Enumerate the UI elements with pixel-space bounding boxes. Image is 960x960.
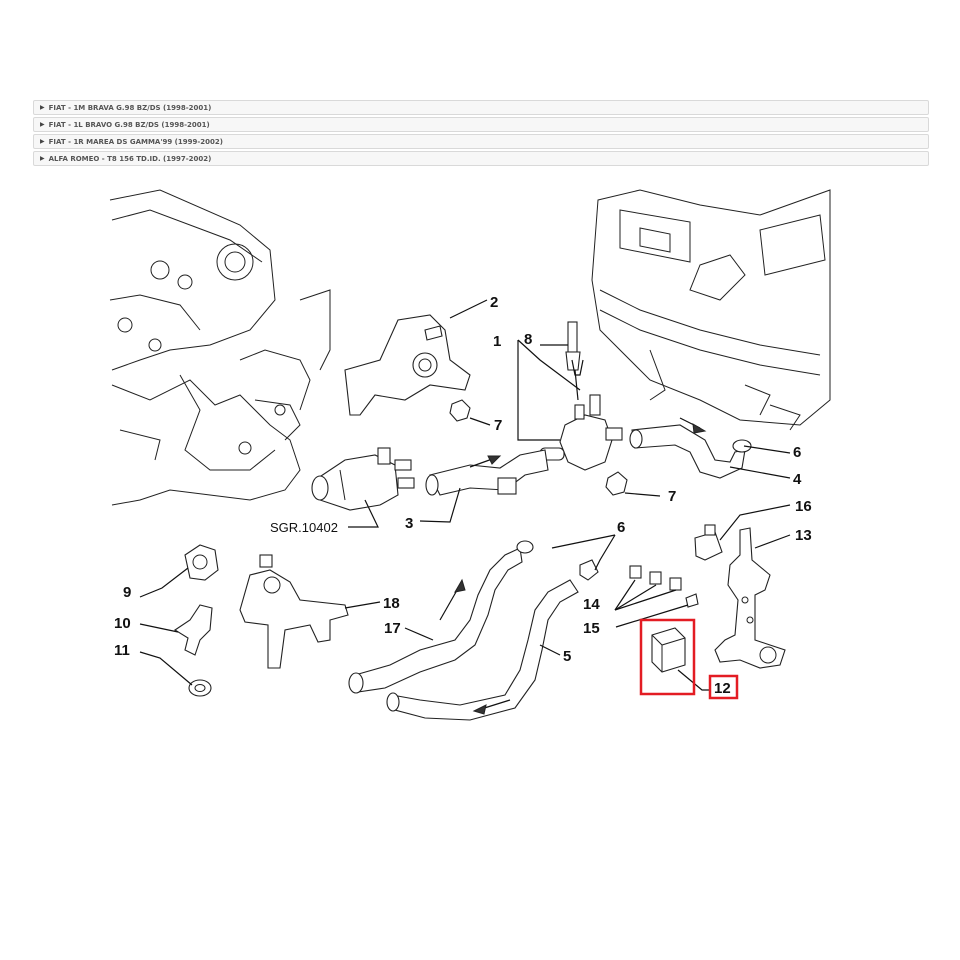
model-row-bravo[interactable]: ▶FIAT - 1L BRAVO G.98 BZ/DS (1998-2001) xyxy=(33,117,929,132)
part-1-valve-body xyxy=(539,321,623,471)
callout-16: 16 xyxy=(795,498,812,515)
callout-7-lower: 7 xyxy=(668,488,676,505)
expand-arrow-icon: ▶ xyxy=(40,155,45,162)
model-row-marea[interactable]: ▶FIAT - 1R MAREA DS GAMMA'99 (1999-2002) xyxy=(33,134,929,149)
part-13-bracket xyxy=(714,527,786,669)
callout-13: 13 xyxy=(795,527,812,544)
callout-2: 2 xyxy=(490,294,498,311)
callout-6-lower: 6 xyxy=(617,519,625,536)
model-row-alfa-156[interactable]: ▶ALFA ROMEO - T8 156 TD.ID. (1997-2002) xyxy=(33,151,929,166)
part-4-hose xyxy=(629,424,746,479)
thermostat-housing xyxy=(311,447,415,511)
vehicle-model-list: ▶FIAT - 1M BRAVA G.98 BZ/DS (1998-2001) … xyxy=(33,100,929,168)
part-16-connector xyxy=(694,524,723,561)
model-label: FIAT - 1L BRAVO G.98 BZ/DS (1998-2001) xyxy=(48,120,210,129)
part-9-sensor xyxy=(184,544,219,581)
part-15-terminal xyxy=(685,593,699,608)
callout-12: 12 xyxy=(714,680,731,697)
model-label: ALFA ROMEO - T8 156 TD.ID. (1997-2002) xyxy=(48,154,212,163)
flow-arrows xyxy=(469,417,707,468)
part-6-clamp-upper xyxy=(732,439,752,453)
part-7-nut-upper xyxy=(449,399,471,422)
part-2-bracket xyxy=(344,314,471,416)
part-17-hose xyxy=(348,547,523,694)
part-10-clip xyxy=(173,604,213,656)
callout-6-upper: 6 xyxy=(793,444,801,461)
part-12-relay xyxy=(651,627,686,673)
part-3-hose xyxy=(425,449,549,496)
heater-box-drawing xyxy=(591,189,831,431)
part-7-nut-lower xyxy=(605,471,628,496)
callout-4: 4 xyxy=(793,471,802,488)
callout-3: 3 xyxy=(405,515,413,532)
callout-labels: 2 1 8 7 6 4 7 3 SGR.10402 6 16 13 9 18 1… xyxy=(114,294,812,697)
callout-1: 1 xyxy=(493,333,501,350)
part-5-hose xyxy=(386,579,579,721)
callout-14: 14 xyxy=(583,596,600,613)
highlight-box-relay xyxy=(639,618,696,696)
callout-8: 8 xyxy=(524,331,532,348)
engine-block-drawing xyxy=(109,189,331,506)
part-11-grommet xyxy=(188,679,212,697)
highlight-part-12 xyxy=(639,618,739,700)
part-6-clamp-lower xyxy=(516,540,599,581)
part-18-bracket xyxy=(239,554,349,669)
callout-15: 15 xyxy=(583,620,600,637)
callout-11: 11 xyxy=(114,642,130,659)
expand-arrow-icon: ▶ xyxy=(40,104,45,111)
callout-18: 18 xyxy=(383,595,400,612)
callout-10: 10 xyxy=(114,615,131,632)
model-label: FIAT - 1M BRAVA G.98 BZ/DS (1998-2001) xyxy=(48,103,212,112)
part-14-connectors xyxy=(629,565,682,591)
callout-7-upper: 7 xyxy=(494,417,502,434)
expand-arrow-icon: ▶ xyxy=(40,138,45,145)
model-row-brava[interactable]: ▶FIAT - 1M BRAVA G.98 BZ/DS (1998-2001) xyxy=(33,100,929,115)
highlight-box-callout-12 xyxy=(708,674,739,700)
callout-9: 9 xyxy=(123,584,131,601)
callout-17: 17 xyxy=(384,620,401,637)
drawing-reference: SGR.10402 xyxy=(270,520,338,535)
callout-5: 5 xyxy=(563,648,571,665)
model-label: FIAT - 1R MAREA DS GAMMA'99 (1999-2002) xyxy=(48,137,223,146)
leader-lines xyxy=(139,299,791,691)
expand-arrow-icon: ▶ xyxy=(40,121,45,128)
